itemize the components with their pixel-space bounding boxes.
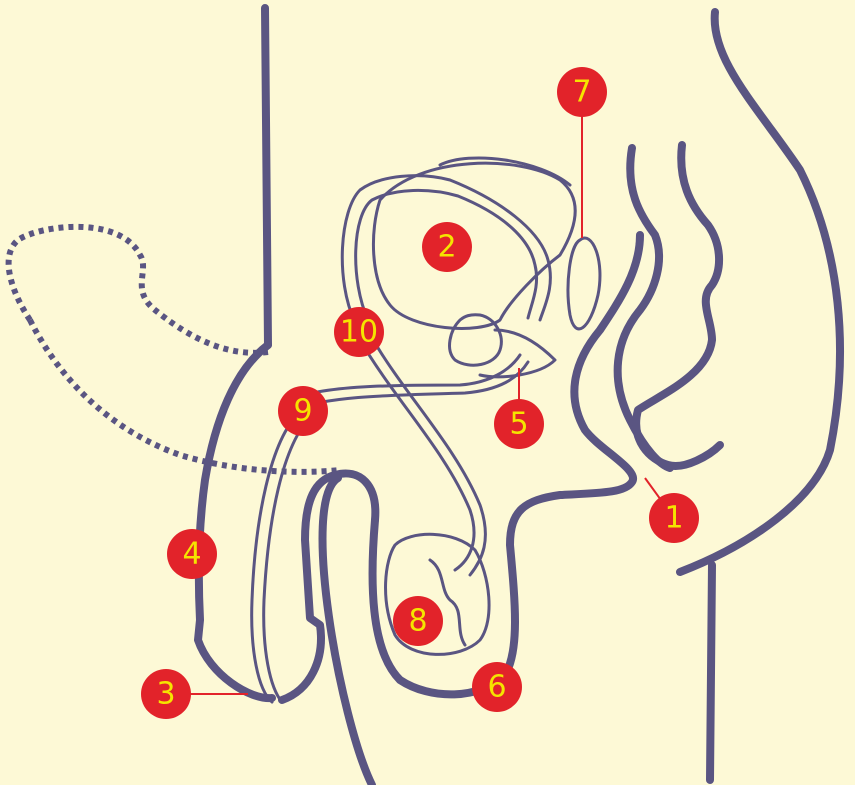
marker-2: 2 <box>422 222 472 272</box>
marker-9-label: 9 <box>293 394 312 429</box>
marker-6: 6 <box>472 662 522 712</box>
marker-8: 8 <box>393 596 443 646</box>
marker-9: 9 <box>278 386 328 436</box>
back-line <box>265 8 268 345</box>
marker-10-label: 10 <box>340 315 378 350</box>
marker-5: 5 <box>494 399 544 449</box>
marker-3-label: 3 <box>156 677 175 712</box>
marker-1-label: 1 <box>664 501 683 536</box>
marker-4: 4 <box>167 529 217 579</box>
marker-5-label: 5 <box>509 407 528 442</box>
marker-4-label: 4 <box>182 537 201 572</box>
marker-7-label: 7 <box>572 75 591 110</box>
marker-8-label: 8 <box>408 604 427 639</box>
marker-1: 1 <box>649 493 699 543</box>
marker-10: 10 <box>334 307 384 357</box>
marker-7: 7 <box>557 67 607 117</box>
leg-back-line <box>710 565 712 780</box>
marker-3: 3 <box>141 669 191 719</box>
marker-2-label: 2 <box>437 230 456 265</box>
marker-6-label: 6 <box>487 670 506 705</box>
